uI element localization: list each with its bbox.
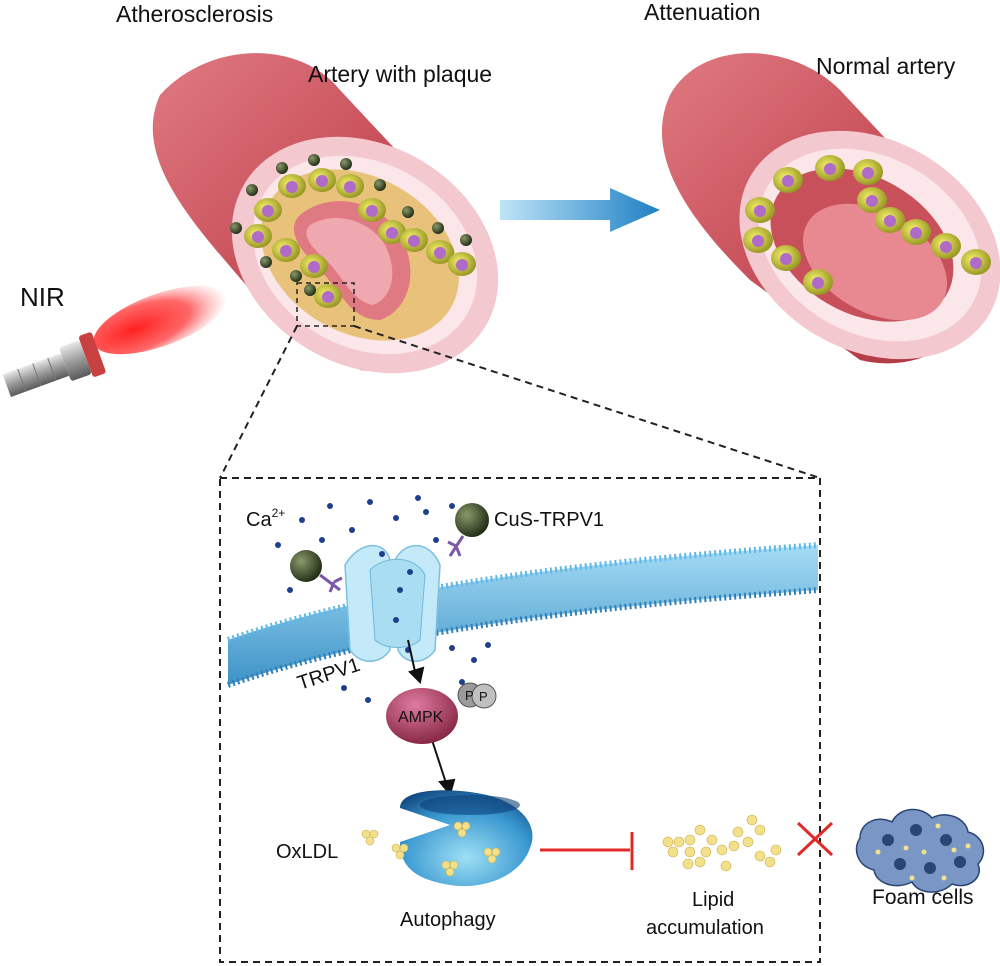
artery-with-plaque-illustration xyxy=(152,53,499,374)
zoom-connector-lines xyxy=(219,325,821,479)
nir-laser-torch xyxy=(2,285,227,398)
lipid-cluster xyxy=(662,814,782,872)
zoom-selection-box xyxy=(296,282,355,327)
label-ca-ion: Ca2+ xyxy=(246,506,285,531)
label-autophagy: Autophagy xyxy=(400,909,496,931)
mechanism-panel xyxy=(219,477,821,963)
foam-cells xyxy=(855,808,985,893)
label-phospho-2: P xyxy=(479,689,488,704)
label-nir: NIR xyxy=(20,282,65,312)
normal-artery-illustration xyxy=(661,53,1000,364)
label-lipid-line1: Lipid xyxy=(692,889,734,911)
inhibition-line xyxy=(540,832,634,870)
label-normal-artery: Normal artery xyxy=(816,53,956,79)
label-foam-cells: Foam cells xyxy=(872,886,974,909)
label-attenuation: Attenuation xyxy=(644,0,760,25)
label-cus-trpv1: CuS-TRPV1 xyxy=(494,509,604,531)
label-phospho-1: P xyxy=(465,688,474,703)
normal-artery-cells xyxy=(743,155,991,295)
plaque-nanoparticles xyxy=(230,154,472,296)
cell-membrane xyxy=(227,542,819,688)
ampk-protein xyxy=(386,682,497,744)
plaque-cells xyxy=(244,168,476,308)
label-lipid-line2: accumulation xyxy=(646,917,764,939)
cus-nanoparticles xyxy=(290,503,489,593)
calcium-ions xyxy=(275,495,491,703)
label-atherosclerosis: Atherosclerosis xyxy=(116,1,273,27)
label-artery-with-plaque: Artery with plaque xyxy=(308,61,492,87)
block-cross xyxy=(796,821,834,857)
trpv1-channel xyxy=(344,544,441,662)
transition-arrow xyxy=(500,188,660,232)
label-ampk: AMPK xyxy=(398,709,444,726)
label-oxldl: OxLDL xyxy=(276,841,338,863)
oxldl-particles xyxy=(361,829,409,860)
autophagosome xyxy=(400,790,533,887)
